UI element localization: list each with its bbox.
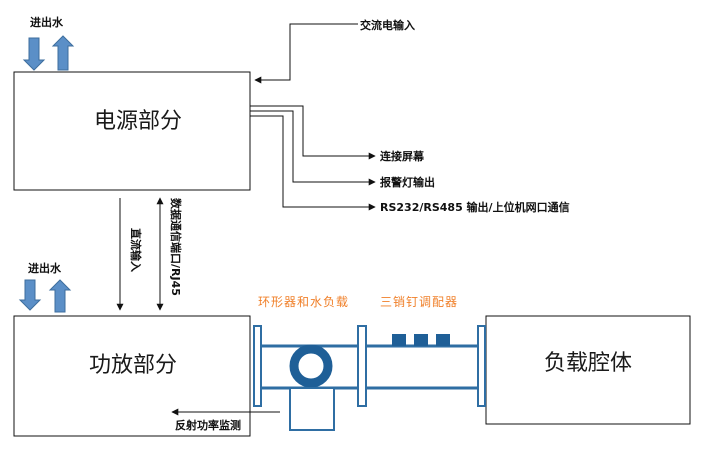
screen-line [250, 105, 376, 160]
amplifier-label: 功放部分 [89, 353, 177, 378]
water-inout-arrows-bottom [18, 279, 72, 313]
water-label-top: 进出水 [30, 15, 64, 29]
power-supply-label: 电源部分 [94, 109, 182, 134]
dc-input-label: 直流输入 [129, 228, 143, 272]
load-cavity-label: 负载腔体 [544, 351, 632, 376]
tuner-screw-3 [436, 334, 450, 346]
ac-input-line [254, 23, 358, 84]
load-cavity-box [485, 315, 691, 425]
water-inout-arrows-top [22, 35, 75, 71]
water-load-block [289, 387, 335, 431]
power-supply-box [13, 71, 251, 191]
screen-label: 连接屏幕 [380, 149, 425, 163]
waveguide-assembly [253, 325, 486, 431]
tuner-label: 三销钉调配器 [380, 295, 458, 309]
water-label-bottom: 进出水 [28, 261, 62, 275]
data-port-label: 数据通信端口/RJ45 [169, 198, 183, 296]
circulator-label: 环形器和水负载 [258, 295, 349, 309]
comm-line [250, 115, 376, 211]
alarm-line [250, 110, 376, 186]
alarm-label: 报警灯输出 [380, 175, 435, 189]
reflected-power-label: 反射功率监测 [175, 418, 241, 432]
circulator-ring [289, 344, 333, 388]
comm-label: RS232/RS485 输出/上位机网口通信 [380, 200, 570, 214]
tuner-screw-2 [414, 334, 428, 346]
amplifier-box [13, 315, 251, 437]
ac-input-label: 交流电输入 [360, 18, 415, 32]
tuner-screw-1 [392, 334, 406, 346]
